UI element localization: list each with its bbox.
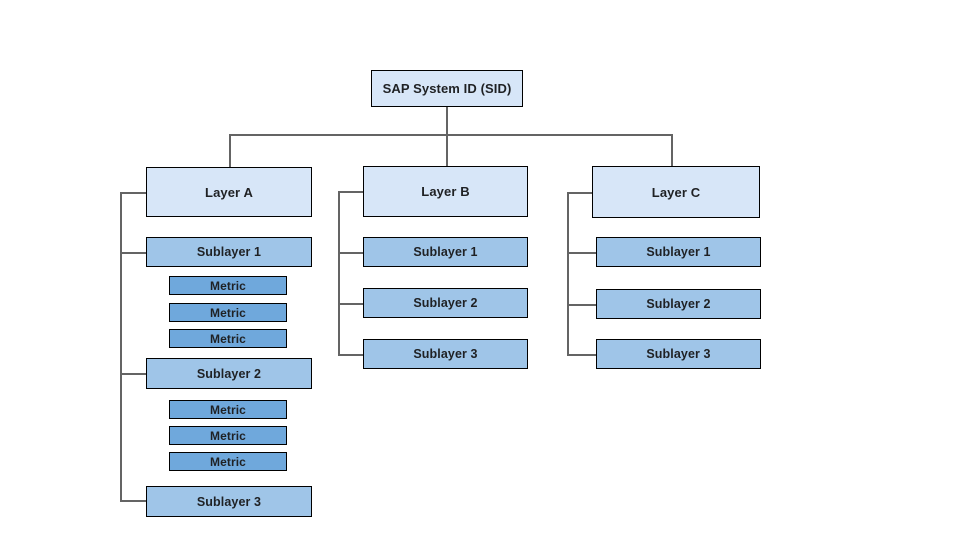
layer-a-box: Layer A [146, 167, 312, 217]
sublayer-box: Sublayer 2 [363, 288, 528, 318]
sublayer-box: Sublayer 3 [146, 486, 312, 517]
root-box: SAP System ID (SID) [371, 70, 523, 107]
sublayer-box: Sublayer 1 [146, 237, 312, 267]
connector-a-layer-stub [120, 192, 146, 194]
metric-box: Metric [169, 400, 287, 419]
sublayer-box: Sublayer 1 [363, 237, 528, 267]
connector-a-sublayer3-stub [120, 500, 146, 502]
connector-b-sublayer1-stub [338, 252, 363, 254]
sublayer-box: Sublayer 3 [596, 339, 761, 369]
connector-b-sublayer2-stub [338, 303, 363, 305]
connector-bracket-b [338, 191, 340, 354]
connector-top-horizontal [229, 134, 672, 136]
connector-b-layer-stub [338, 191, 363, 193]
metric-box: Metric [169, 303, 287, 322]
connector-bracket-c [567, 192, 569, 354]
connector-drop-layer-b [446, 134, 448, 166]
sublayer-box: Sublayer 2 [146, 358, 312, 389]
connector-a-sublayer2-stub [120, 373, 146, 375]
connector-root-drop [446, 107, 448, 134]
connector-c-sublayer1-stub [567, 252, 596, 254]
metric-box: Metric [169, 329, 287, 348]
connector-c-layer-stub [567, 192, 592, 194]
layer-c-box: Layer C [592, 166, 760, 218]
metric-box: Metric [169, 426, 287, 445]
layer-b-box: Layer B [363, 166, 528, 217]
connector-c-sublayer3-stub [567, 354, 596, 356]
sublayer-box: Sublayer 2 [596, 289, 761, 319]
sublayer-box: Sublayer 1 [596, 237, 761, 267]
connector-b-sublayer3-stub [338, 354, 363, 356]
connector-a-sublayer1-stub [120, 252, 146, 254]
metric-box: Metric [169, 452, 287, 471]
connector-bracket-a [120, 192, 122, 501]
metric-box: Metric [169, 276, 287, 295]
connector-drop-layer-c [671, 134, 673, 166]
connector-drop-layer-a [229, 134, 231, 167]
connector-c-sublayer2-stub [567, 304, 596, 306]
sublayer-box: Sublayer 3 [363, 339, 528, 369]
